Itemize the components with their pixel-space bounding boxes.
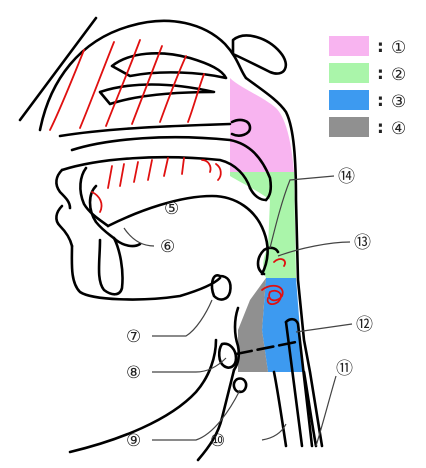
red-hatch-6	[187, 73, 205, 123]
upper-lip	[55, 168, 72, 210]
region-3-hypopharynx-blue	[262, 278, 304, 372]
red-hatch-2	[79, 41, 115, 129]
callout-14: ⑭	[338, 167, 355, 187]
red-hatch-5	[159, 55, 187, 123]
red-tick-5	[163, 157, 169, 177]
upper-teeth	[79, 166, 110, 228]
leader-7	[152, 299, 213, 337]
callout-9: ⑨	[126, 431, 141, 451]
sphenoid-outline	[231, 34, 288, 75]
red-tick-1	[107, 165, 113, 189]
thyroid-cartilage	[217, 342, 238, 369]
callout-12: ⑫	[356, 315, 373, 335]
callout-13: ⑬	[354, 233, 371, 253]
callout-11: ⑪	[336, 359, 353, 379]
turbinate-middle	[98, 83, 216, 106]
leader-10	[261, 423, 287, 441]
red-tick-3	[133, 161, 139, 183]
hyoid	[210, 274, 232, 301]
legend-label-1: ①	[391, 38, 406, 58]
leader-6	[123, 227, 155, 247]
leader-12	[295, 323, 353, 333]
adenoid-notch	[230, 118, 252, 137]
red-hatch-3	[105, 39, 141, 127]
soft-palate	[248, 186, 268, 202]
legend-sep-2: :	[377, 64, 384, 84]
lower-jaw	[70, 244, 222, 301]
esophagus-left	[284, 317, 314, 448]
leader-11	[315, 375, 337, 447]
legend-swatch-3	[329, 90, 369, 110]
red-annotations	[49, 39, 286, 305]
lower-lip	[55, 204, 74, 248]
region-1-nasopharynx	[230, 78, 294, 172]
red-tick-7	[201, 159, 212, 173]
legend-sep-3: :	[377, 91, 384, 111]
posterior-wall	[244, 76, 324, 448]
chin-curve	[68, 338, 218, 454]
region-2-oropharynx	[230, 172, 296, 278]
nasal-cavity-roof	[38, 19, 248, 132]
red-tick-2	[119, 163, 125, 187]
callout-8: ⑧	[126, 363, 141, 383]
legend-label-3: ③	[391, 92, 406, 112]
legend-label-4: ④	[391, 119, 406, 139]
larynx-front	[232, 306, 241, 372]
legend-swatch-1	[329, 36, 369, 56]
callout-10: ⑩	[210, 431, 225, 451]
legend-sep-1: :	[377, 37, 384, 57]
legend-swatch-2	[329, 63, 369, 83]
red-hatch-1	[49, 49, 85, 131]
tongue-dorsum	[106, 194, 269, 276]
red-tick-6	[181, 157, 185, 175]
epiglottis	[256, 246, 280, 276]
nasal-floor	[58, 122, 232, 138]
legend: : : : : ① ② ③ ④	[329, 36, 406, 139]
palate-upper	[70, 135, 273, 202]
neck-front	[196, 368, 236, 462]
red-hatch-4	[131, 45, 163, 125]
leader-9	[152, 389, 241, 441]
red-epi-mark	[273, 258, 286, 267]
legend-sep-4: :	[377, 118, 384, 138]
legend-swatch-4	[329, 117, 369, 137]
turbinate-upper	[110, 52, 228, 80]
red-tick-4	[147, 159, 153, 181]
outline-strokes	[18, 16, 324, 462]
palate-lower	[60, 155, 252, 190]
red-throat-scribble	[261, 284, 284, 305]
vocal-fold	[234, 340, 298, 356]
leader-lines	[123, 175, 353, 447]
callout-5: ⑤	[164, 199, 179, 219]
callout-7: ⑦	[126, 327, 141, 347]
leader-13	[277, 241, 351, 257]
callouts: ⑤ ⑥ ⑦ ⑧ ⑨ ⑩ ⑪ ⑫ ⑬ ⑭	[126, 167, 373, 451]
callout-6: ⑥	[160, 237, 175, 257]
skull-outline	[18, 16, 98, 122]
cricoid	[232, 377, 248, 394]
leader-14	[269, 175, 335, 249]
red-tick-8	[215, 163, 222, 181]
mandible-inner	[97, 236, 124, 296]
tongue-base	[88, 184, 142, 248]
legend-label-2: ②	[391, 65, 406, 85]
neck-back-line	[272, 370, 288, 448]
leader-8	[152, 357, 227, 373]
red-soft-mark	[91, 191, 103, 213]
